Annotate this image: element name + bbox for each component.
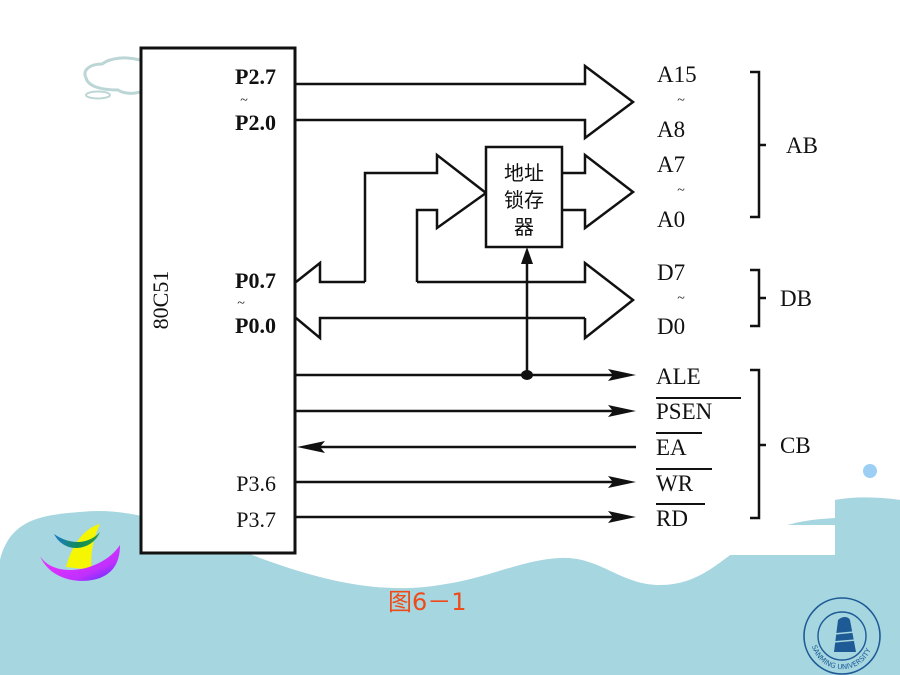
decor-dot-icon xyxy=(863,464,877,478)
pin-p2-tilde: ~ xyxy=(240,93,248,108)
wave-background xyxy=(0,497,900,675)
ale-arrowhead-icon xyxy=(608,369,636,381)
bus-path-p0-to-latch-upper xyxy=(363,152,489,282)
wr-arrowhead-icon xyxy=(608,476,636,488)
signal-wr: WR xyxy=(656,471,694,496)
pin-p0-7-label: P0.7 xyxy=(235,268,276,293)
pin-p0-tilde: ~ xyxy=(237,296,245,311)
signal-a0: A0 xyxy=(657,207,685,232)
ea-arrowhead-icon xyxy=(297,441,325,453)
control-bus-bracket xyxy=(750,368,766,520)
pin-p0-0-label: P0.0 xyxy=(235,313,276,338)
pin-p2-7-label: P2.7 xyxy=(235,64,276,89)
signal-a8: A8 xyxy=(657,117,685,142)
signal-a-tilde-2: ~ xyxy=(677,183,685,198)
bus-arrow-p2-to-a15-a8 xyxy=(295,63,636,141)
signal-d7: D7 xyxy=(657,260,685,285)
data-bus-bracket xyxy=(750,268,766,328)
address-bus-label: AB xyxy=(786,133,818,158)
cloud-icon xyxy=(83,56,141,100)
latch-label-line2: 锁存 xyxy=(504,188,544,212)
diagram-backdrop xyxy=(295,525,835,555)
figure-caption: 图6－1 xyxy=(388,588,467,616)
bus-arrow-p0-left-head xyxy=(295,260,585,341)
pin-p3-6-label: P3.6 xyxy=(236,471,276,496)
pin-p2-0-label: P2.0 xyxy=(235,110,276,135)
psen-arrowhead-icon xyxy=(608,405,636,417)
control-lines xyxy=(295,369,636,523)
latch-label-line3: 器 xyxy=(514,215,534,239)
signal-a7: A7 xyxy=(657,152,685,177)
rd-arrowhead-icon xyxy=(608,511,636,523)
bus-arrow-data-to-d7-d0 xyxy=(417,260,636,341)
bus-arrow-latch-to-a7-a0 xyxy=(562,152,636,231)
signal-d0: D0 xyxy=(657,314,685,339)
latch-label-line1: 地址 xyxy=(504,161,544,185)
mcu-name: 80C51 xyxy=(148,271,173,330)
mcu-80c51-box xyxy=(139,46,297,555)
bus-arrow-p0-to-latch xyxy=(295,155,633,338)
address-bus-bracket xyxy=(750,70,766,219)
data-bus-label: DB xyxy=(780,286,812,311)
signal-ale: ALE xyxy=(656,364,701,389)
signal-psen: PSEN xyxy=(656,399,713,424)
wave-right-edge xyxy=(835,497,900,675)
sailboat-logo-icon xyxy=(40,524,120,581)
signal-a-tilde-1: ~ xyxy=(677,93,685,108)
signal-ea: EA xyxy=(656,435,687,460)
signal-a15: A15 xyxy=(657,62,697,87)
address-latch-box xyxy=(484,145,564,249)
signal-d-tilde: ~ xyxy=(677,291,685,306)
signal-rd: RD xyxy=(656,506,688,531)
pin-p3-7-label: P3.7 xyxy=(236,507,276,532)
control-bus-label: CB xyxy=(780,433,811,458)
ale-latch-arrowhead-icon xyxy=(521,247,533,264)
